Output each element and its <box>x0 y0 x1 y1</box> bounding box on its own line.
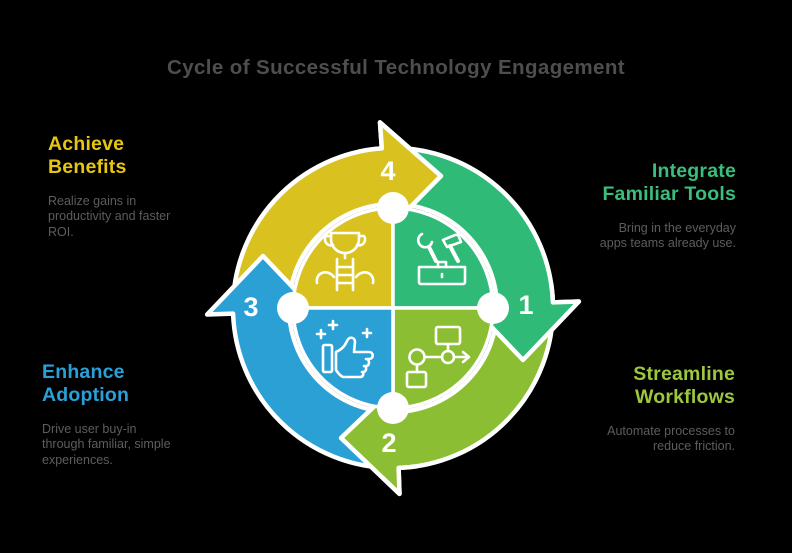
callout-streamline-heading: Streamline Workflows <box>633 363 735 408</box>
callout-enhance-body: Drive user buy-in through familiar, simp… <box>42 422 171 467</box>
step-number-1: 1 <box>518 290 533 320</box>
callout-achieve-benefits: Achieve Benefits Realize gains in produc… <box>48 133 238 240</box>
callout-streamline-workflows: Streamline Workflows Automate processes … <box>530 363 735 455</box>
page-title: Cycle of Successful Technology Engagemen… <box>166 56 625 79</box>
callout-streamline-body: Automate processes to reduce friction. <box>607 424 735 454</box>
trophy-ladder-icon <box>315 231 375 292</box>
cycle-arrow-step3 <box>204 253 394 471</box>
disc-notches <box>277 192 509 424</box>
callout-enhance-adoption: Enhance Adoption Drive user buy-in throu… <box>42 361 237 468</box>
callout-achieve-body: Realize gains in productivity and faster… <box>48 194 171 239</box>
thumbs-up-icon <box>315 319 375 379</box>
toolbox-icon <box>416 232 467 286</box>
callout-achieve-heading: Achieve Benefits <box>48 133 127 178</box>
callout-integrate-familiar-tools: Integrate Familiar Tools Bring in the ev… <box>531 160 736 252</box>
callout-integrate-heading: Integrate Familiar Tools <box>602 160 736 205</box>
callout-enhance-heading: Enhance Adoption <box>42 361 130 406</box>
step-number-4: 4 <box>380 156 395 186</box>
callout-integrate-body: Bring in the everyday apps teams already… <box>599 221 736 251</box>
step-number-3: 3 <box>243 292 258 322</box>
flowchart-icon <box>405 325 471 389</box>
step-number-2: 2 <box>381 428 396 458</box>
